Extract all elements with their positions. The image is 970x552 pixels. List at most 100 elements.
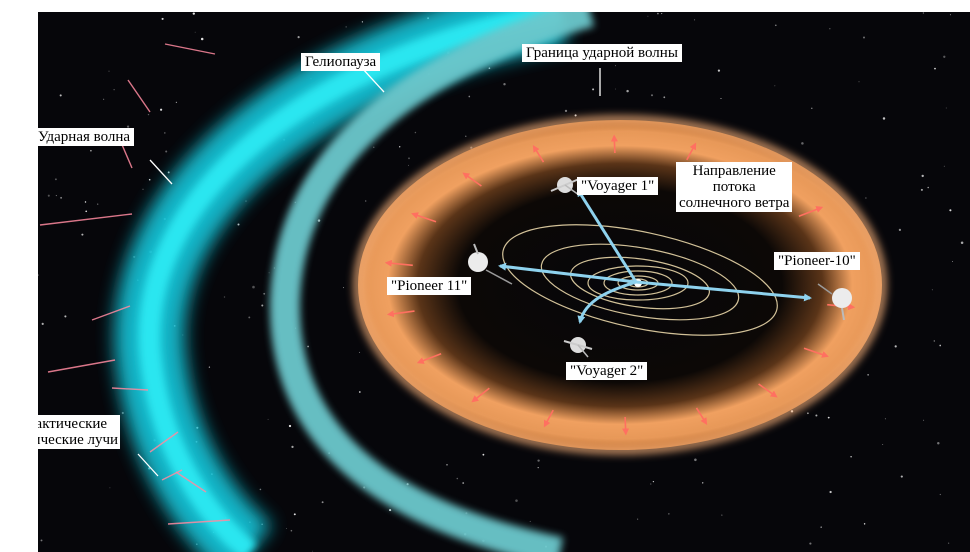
star — [192, 12, 195, 15]
star — [922, 12, 925, 14]
star — [343, 287, 345, 289]
cosmic-ray-streak — [39, 213, 133, 226]
star — [882, 443, 884, 445]
pioneer10-trajectory — [635, 280, 812, 302]
star — [694, 458, 697, 462]
star — [59, 94, 62, 97]
pioneer11-label: "Pioneer 11" — [387, 277, 472, 295]
termination-shock-label: Граница ударной волны — [522, 44, 682, 62]
solar-wind-label-line2: потока — [712, 179, 756, 195]
solar-wind-arrow — [803, 347, 829, 358]
cosmic-ray-streak — [175, 471, 207, 493]
label-leaders — [137, 67, 601, 477]
star — [208, 366, 211, 368]
heliosphere-diagram: Гелиопауза Граница ударной волны Ударная… — [38, 12, 970, 552]
star — [564, 109, 568, 113]
star — [465, 135, 467, 137]
star — [921, 174, 924, 178]
star — [647, 15, 649, 17]
pioneer11-trajectory — [498, 262, 637, 284]
solar-wind-arrow — [686, 142, 697, 161]
star — [701, 482, 704, 484]
star — [237, 223, 240, 226]
star — [937, 442, 940, 445]
star — [307, 345, 309, 348]
bow-shock-label: Ударная волна — [38, 128, 135, 146]
star — [829, 28, 831, 30]
voyager1-trajectory — [576, 188, 638, 283]
voyager1-label: "Voyager 1" — [577, 177, 659, 195]
star — [248, 316, 251, 319]
star — [54, 178, 57, 181]
voyager2-probe-icon — [563, 337, 593, 358]
star — [373, 146, 375, 148]
cosmic-ray-streaks — [39, 43, 231, 525]
solar-wind-arrow — [416, 353, 442, 364]
star — [574, 114, 577, 117]
star — [399, 146, 401, 148]
star — [291, 445, 294, 449]
star — [263, 292, 266, 295]
star — [293, 513, 296, 516]
star — [717, 69, 721, 72]
star — [537, 466, 539, 469]
star — [161, 17, 164, 20]
star — [81, 233, 84, 236]
star — [943, 55, 946, 58]
star — [945, 107, 947, 109]
solar-wind-label-line3: солнечного ветра — [679, 195, 790, 211]
star — [126, 125, 130, 128]
star — [113, 89, 115, 91]
star — [960, 241, 964, 244]
star — [503, 83, 506, 86]
star — [865, 197, 867, 199]
star — [900, 475, 903, 478]
star — [867, 374, 869, 376]
star — [41, 322, 44, 325]
star — [863, 36, 865, 39]
star — [801, 142, 804, 145]
star — [939, 493, 941, 496]
star — [882, 117, 886, 120]
cosmic-ray-streak — [91, 305, 131, 321]
star — [462, 482, 465, 484]
star — [365, 200, 367, 202]
voyager2-trajectory — [577, 280, 637, 324]
star — [194, 31, 196, 33]
star — [650, 94, 654, 97]
solar-wind-arrow — [798, 206, 824, 217]
cosmic-ray-streak — [47, 359, 116, 373]
star — [809, 542, 812, 545]
star — [811, 107, 813, 110]
star — [359, 351, 361, 353]
star — [142, 188, 144, 190]
diagram-canvas — [38, 12, 970, 552]
solar-wind-label: Направление потока солнечного ветра — [676, 162, 793, 212]
star — [446, 463, 448, 466]
star — [721, 514, 723, 516]
heliopause-arc — [269, 12, 595, 552]
star — [290, 529, 293, 532]
star — [55, 195, 57, 197]
star — [668, 513, 670, 515]
star — [592, 88, 595, 91]
star — [947, 542, 950, 544]
solar-wind-arrow — [411, 212, 437, 223]
pioneer10-label: "Pioneer-10" — [774, 252, 860, 270]
star — [657, 12, 659, 15]
star — [90, 149, 92, 152]
star — [223, 296, 226, 298]
star — [60, 196, 63, 199]
star — [933, 340, 935, 342]
cosmic-rays-label-line1: Галактические — [38, 416, 108, 432]
cosmic-rays-label: Галактические космические лучи — [38, 415, 121, 449]
star — [951, 261, 953, 262]
star — [40, 539, 43, 542]
solar-wind-label-line1: Направление — [692, 163, 776, 179]
spacecraft-trajectories — [498, 188, 812, 324]
star — [286, 528, 288, 529]
star — [252, 285, 255, 289]
solar-wind-arrow — [622, 416, 630, 436]
star — [863, 523, 866, 525]
voyager1-probe-icon — [550, 177, 580, 196]
